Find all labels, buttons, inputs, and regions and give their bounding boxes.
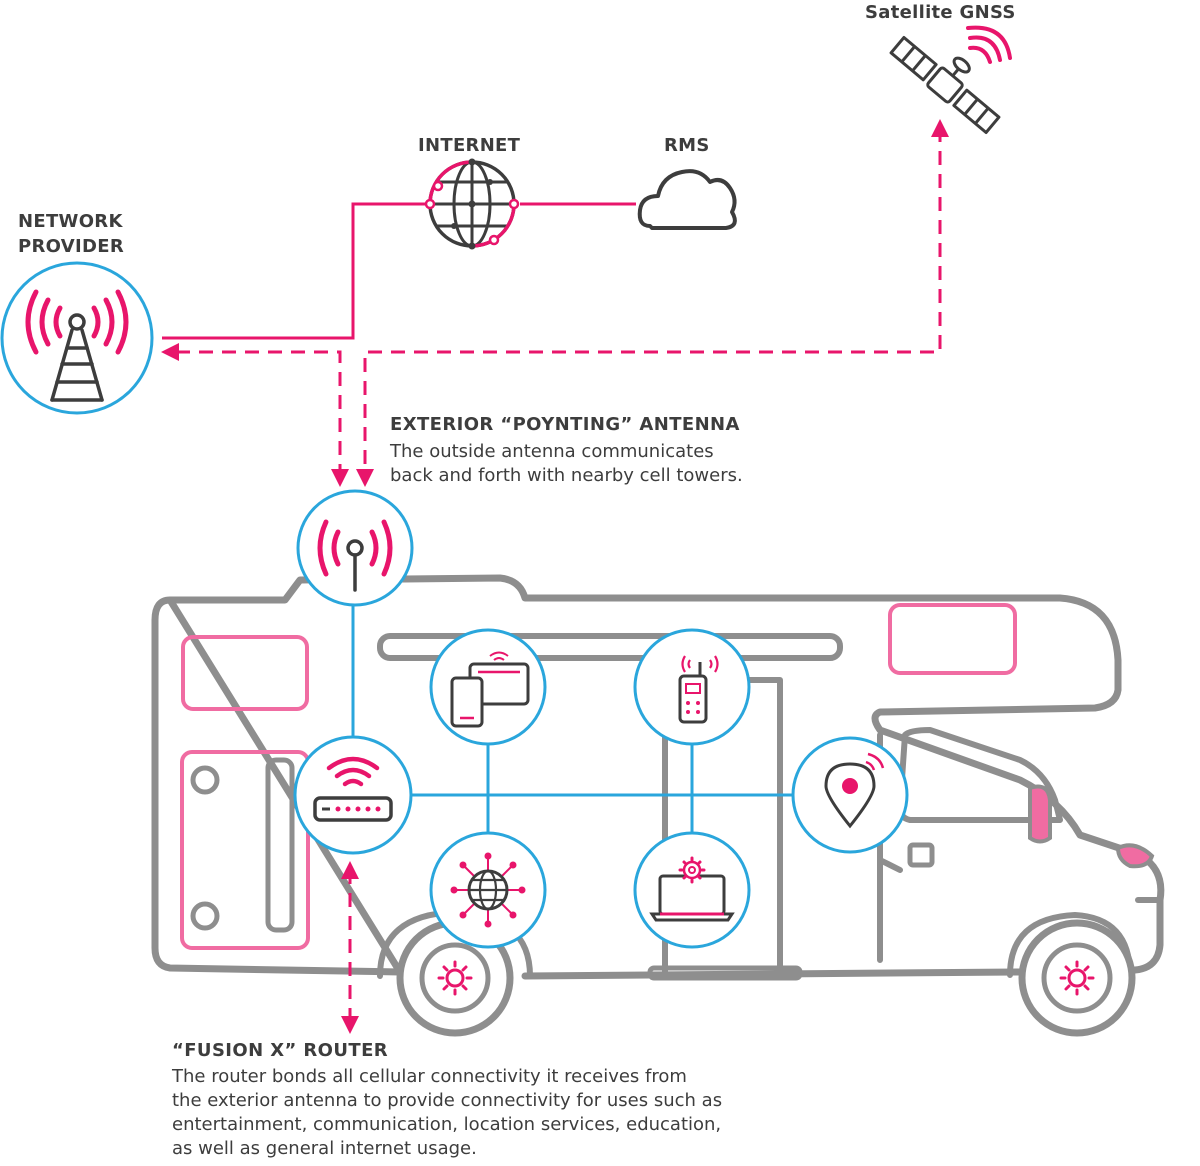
- wireless-links: [161, 119, 949, 1034]
- satellite-icon: [889, 35, 1001, 135]
- wheel-front: [1018, 919, 1136, 1037]
- internet-label: INTERNET: [418, 135, 521, 156]
- globe-icon: [424, 158, 520, 250]
- network-provider-label-line1: NETWORK: [18, 211, 123, 232]
- router-icon: [293, 735, 413, 855]
- cell-tower-icon: [0, 261, 154, 415]
- location-pin-icon: [791, 736, 909, 854]
- router-desc-line3: entertainment, communication, location s…: [172, 1114, 722, 1135]
- network-provider-label-line2: PROVIDER: [18, 236, 124, 257]
- motorhome-pink-details: [180, 603, 1017, 950]
- tail-light: [1028, 784, 1052, 844]
- cloud-icon: [637, 169, 737, 230]
- device-connections: [351, 605, 792, 835]
- antenna-title: EXTERIOR “POYNTING” ANTENNA: [390, 414, 740, 435]
- router-desc-line4: as well as general internet usage.: [172, 1138, 477, 1159]
- headlight: [1115, 843, 1155, 869]
- rms-label: RMS: [664, 135, 710, 156]
- walkie-talkie-icon: [633, 628, 751, 746]
- network-globe-icon: [429, 831, 547, 949]
- internet-links: [162, 202, 636, 340]
- antenna-icon: [296, 489, 414, 607]
- antenna-desc-line2: back and forth with nearby cell towers.: [390, 465, 743, 486]
- satellite-signal-icon: [966, 25, 1012, 64]
- satellite-label: Satellite GNSS: [865, 2, 1016, 23]
- router-desc-line2: the exterior antenna to provide connecti…: [172, 1090, 723, 1111]
- antenna-desc-line1: The outside antenna communicates: [390, 441, 714, 462]
- devices-icon: [429, 628, 547, 746]
- laptop-gear-icon: [633, 831, 751, 949]
- router-title: “FUSION X” ROUTER: [172, 1040, 389, 1061]
- router-desc-line1: The router bonds all cellular connectivi…: [172, 1066, 687, 1087]
